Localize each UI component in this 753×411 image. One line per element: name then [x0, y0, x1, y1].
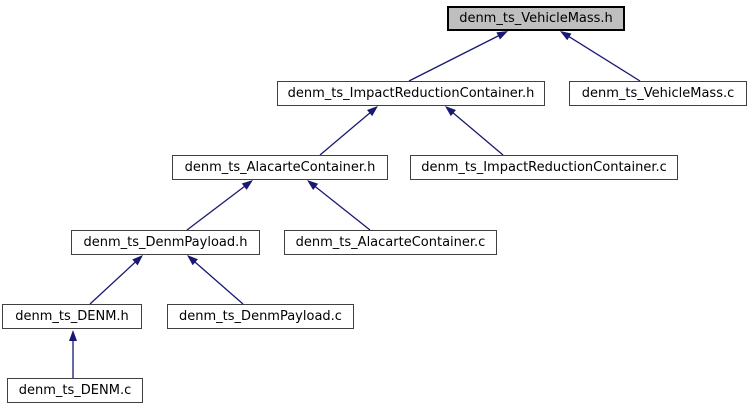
graph-edge — [307, 180, 371, 231]
graph-node-denm-ts-vehiclemass-h[interactable]: denm_ts_VehicleMass.h — [447, 6, 625, 31]
arrowhead-icon — [445, 106, 456, 117]
graph-node-denm-ts-alacartecontainer-c[interactable]: denm_ts_AlacarteContainer.c — [284, 230, 497, 255]
arrowhead-icon — [132, 255, 143, 266]
graph-edge — [319, 106, 378, 156]
graph-edge — [89, 255, 143, 305]
graph-node-denm-ts-denm-h[interactable]: denm_ts_DENM.h — [2, 304, 142, 329]
graph-node-denm-ts-vehiclemass-c[interactable]: denm_ts_VehicleMass.c — [569, 81, 747, 106]
arrowhead-icon — [241, 180, 253, 190]
graph-node-denm-ts-impactreductioncontainer-c[interactable]: denm_ts_ImpactReductionContainer.c — [410, 155, 678, 180]
graph-edge — [187, 255, 244, 305]
arrowhead-icon — [560, 31, 572, 41]
graph-edge — [560, 31, 641, 82]
graph-edge — [445, 106, 504, 156]
graph-edge — [408, 31, 508, 82]
arrowhead-icon — [367, 106, 378, 117]
graph-edge — [69, 330, 77, 378]
graph-node-denm-ts-denm-c[interactable]: denm_ts_DENM.c — [7, 378, 143, 403]
arrowhead-icon — [307, 180, 319, 190]
graph-node-denm-ts-alacartecontainer-h[interactable]: denm_ts_AlacarteContainer.h — [172, 155, 388, 180]
graph-edge — [186, 180, 253, 231]
arrowhead-icon — [69, 330, 77, 341]
graph-node-denm-ts-impactreductioncontainer-h[interactable]: denm_ts_ImpactReductionContainer.h — [277, 81, 545, 106]
graph-node-denm-ts-denmpayload-c[interactable]: denm_ts_DenmPayload.c — [167, 304, 354, 329]
arrowhead-icon — [187, 255, 198, 266]
arrowhead-icon — [496, 31, 508, 40]
graph-node-denm-ts-denmpayload-h[interactable]: denm_ts_DenmPayload.h — [71, 230, 260, 255]
